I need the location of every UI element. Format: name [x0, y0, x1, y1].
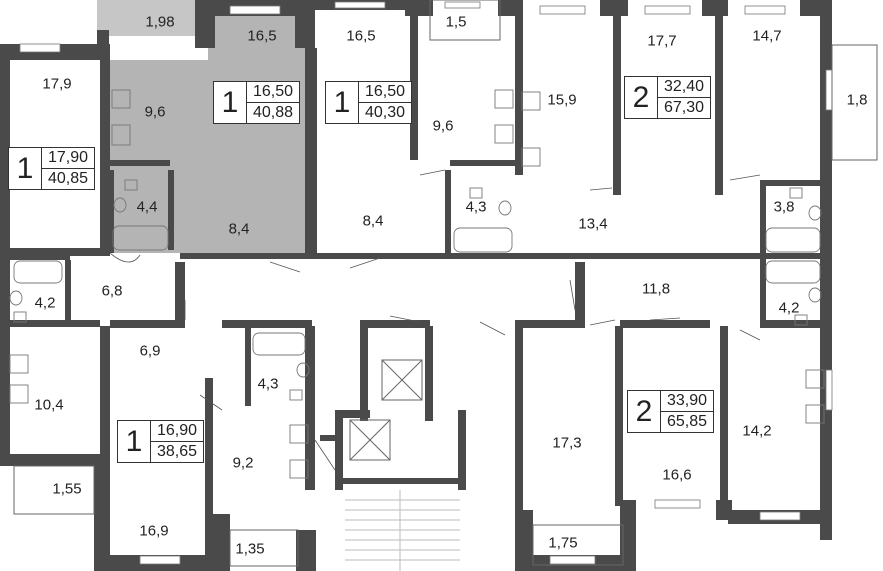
apartment-badge[interactable]: 1 16,90 38,65	[117, 420, 205, 463]
elevators	[349, 359, 423, 461]
apartment-total-area: 40,85	[42, 168, 95, 189]
apartment-living-area: 17,90	[48, 149, 89, 166]
apartment-living-area: 16,50	[365, 83, 406, 100]
walls	[0, 0, 832, 571]
apartment-total-area: 40,30	[359, 102, 412, 123]
apartment-rooms: 2	[635, 394, 653, 428]
apartment-badge[interactable]: 1 16,50 40,88	[213, 81, 301, 124]
apartment-rooms: 1	[125, 424, 143, 458]
balconies	[13, 0, 878, 567]
windows	[19, 1, 833, 565]
doors	[109, 169, 761, 471]
highlighted-apartment	[97, 0, 308, 253]
apartment-living-area: 16,90	[157, 422, 198, 439]
apartment-rooms: 2	[632, 80, 650, 114]
fixtures	[9, 89, 825, 479]
apartment-total-area: 65,85	[661, 411, 714, 432]
apartment-total-area: 67,30	[658, 97, 711, 118]
apartment-badge[interactable]: 1 16,50 40,30	[325, 81, 413, 124]
staircase	[345, 490, 460, 571]
apartment-badge[interactable]: 1 17,90 40,85	[8, 147, 96, 190]
apartment-living-area: 16,50	[253, 83, 294, 100]
apartment-badge[interactable]: 2 32,40 67,30	[624, 76, 712, 119]
apartment-living-area: 33,90	[667, 392, 708, 409]
apartment-total-area: 38,65	[151, 441, 204, 462]
apartment-rooms: 1	[221, 85, 239, 119]
apartment-badge[interactable]: 2 33,90 65,85	[627, 390, 715, 433]
apartment-living-area: 32,40	[664, 78, 705, 95]
apartment-total-area: 40,88	[247, 102, 300, 123]
apartment-rooms: 1	[333, 85, 351, 119]
apartment-rooms: 1	[16, 151, 34, 185]
